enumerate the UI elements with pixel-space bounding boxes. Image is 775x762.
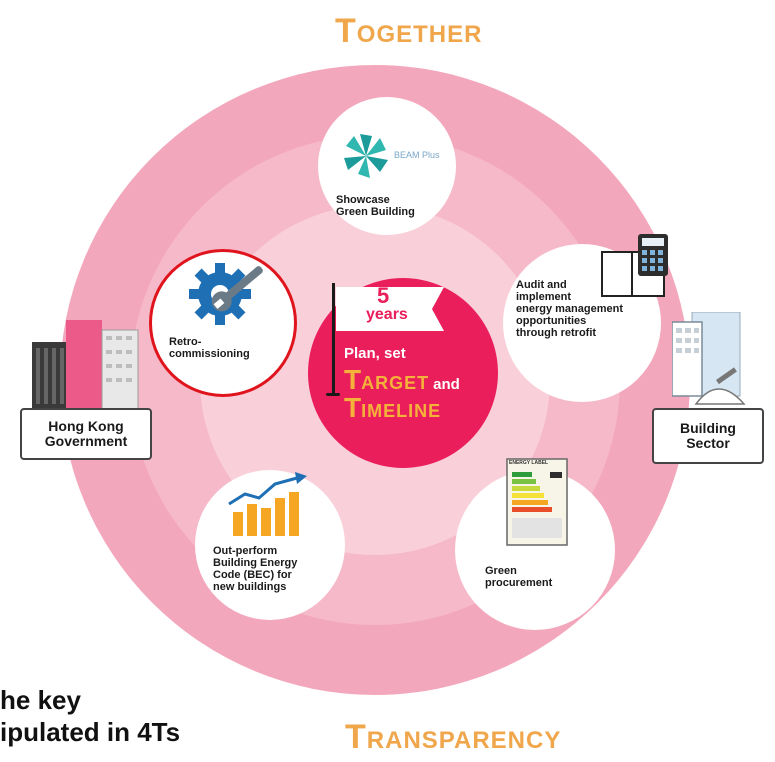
center-plan-text: Plan, set xyxy=(344,345,406,362)
flag-unit: years xyxy=(366,306,408,323)
energy-label-text: ENERGY LABEL xyxy=(509,460,549,466)
showcase-circle xyxy=(318,97,456,235)
beam-plus-logo-icon xyxy=(344,134,388,178)
flag-pole-foot xyxy=(326,393,340,396)
center-timeline-text: TIMELINE xyxy=(344,392,442,423)
outperform-circle xyxy=(195,470,345,620)
title-transparency: TRANSPARENCY xyxy=(345,718,562,756)
energy-label-icon xyxy=(506,458,568,546)
gear-wrench-icon xyxy=(189,263,263,325)
flag-number: 5 xyxy=(377,283,390,308)
notebook-calculator-icon xyxy=(601,234,668,297)
building-sector-icon xyxy=(672,312,746,405)
beam-plus-logo-text: BEAM Plus xyxy=(394,150,440,160)
flag-icon xyxy=(336,287,444,331)
government-building-icon xyxy=(32,320,139,410)
title-together: TOGETHER xyxy=(335,12,483,50)
flag-pole xyxy=(332,283,335,395)
retro-commissioning-label: Retro-commissioning xyxy=(169,336,250,360)
bar-growth-icon xyxy=(228,472,307,536)
